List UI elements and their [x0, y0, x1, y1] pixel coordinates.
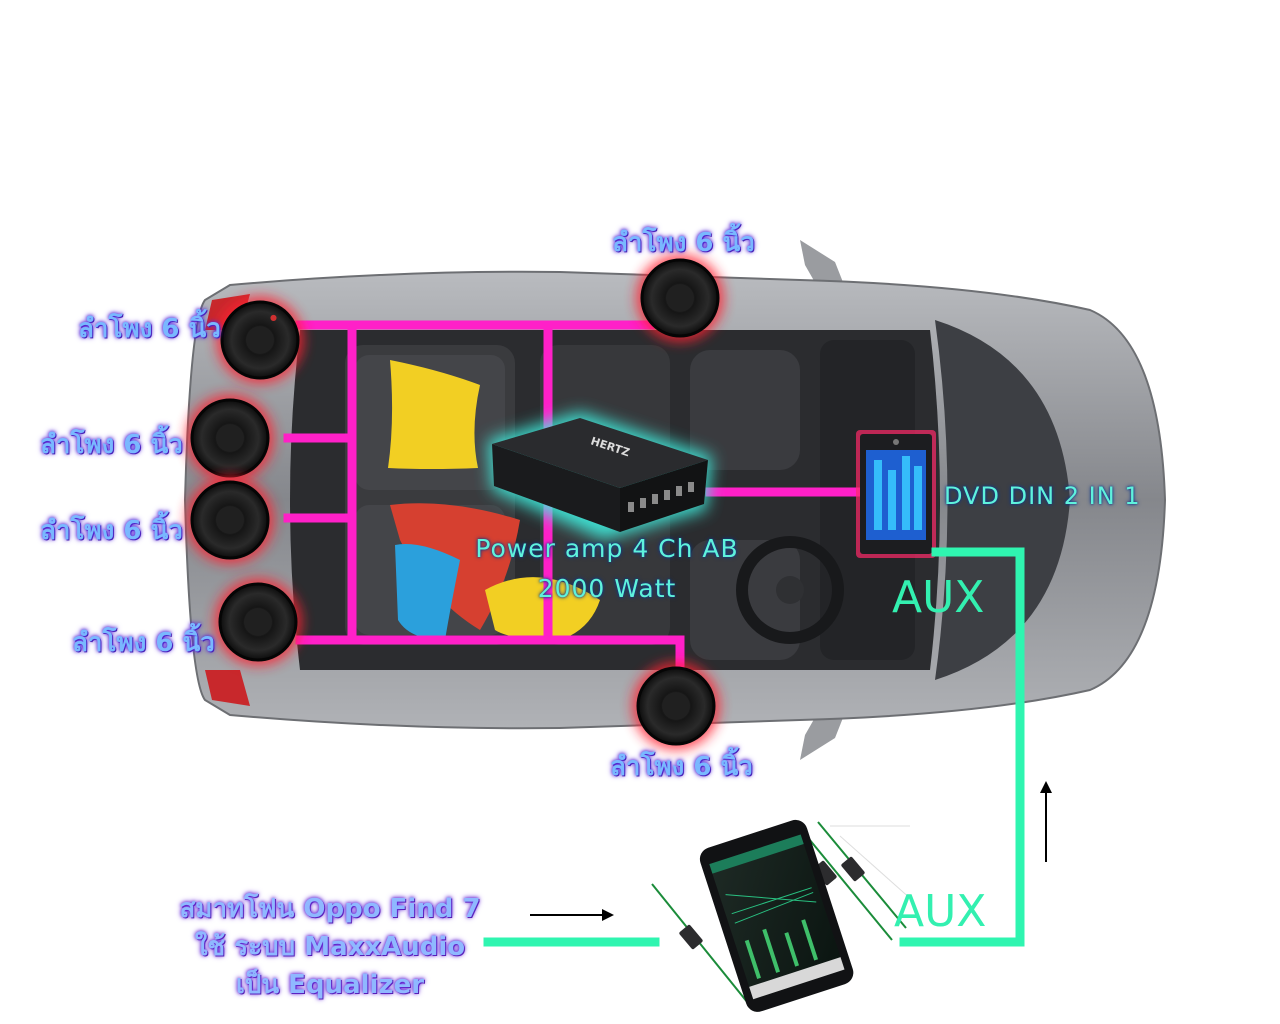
- speaker-left-2: [186, 476, 274, 564]
- speaker-front-top: [636, 254, 724, 342]
- speaker-wiring: [283, 320, 863, 675]
- amp-terminals: [628, 482, 694, 512]
- speaker-front-bottom: [632, 662, 720, 750]
- power-amplifier: HERTZ: [488, 412, 712, 540]
- amplifier-label-line2: 2000 Watt: [537, 574, 677, 603]
- head-unit-label: DVD DIN 2 IN 1: [944, 482, 1141, 510]
- eq-knob-3: [841, 856, 865, 882]
- aux-wiring: [483, 547, 1025, 947]
- phone-label-line3: เป็น Equalizer: [235, 970, 425, 1000]
- phone-label-line1: สมาทโฟน Oppo Find 7: [179, 894, 481, 924]
- smartphone-equalizer: [651, 819, 913, 1012]
- speaker-label-left-1: ลำโพง 6 นิ้ว: [40, 430, 183, 460]
- signal-arrow-up: [1040, 781, 1052, 862]
- speaker-rear-top: ●: [216, 296, 304, 384]
- steering-wheel: [736, 536, 844, 644]
- pillow-yellow-2: [485, 577, 600, 640]
- pillow-yellow: [388, 360, 480, 469]
- aux-label-head-unit: AUX: [892, 572, 985, 623]
- speaker-left-1: [186, 394, 274, 482]
- phone-screen: [709, 834, 845, 1000]
- signal-arrow-right: [530, 909, 614, 921]
- speaker-rear-bottom: [214, 578, 302, 666]
- phone-label-line2: ใช้ ระบบ MaxxAudio: [194, 932, 466, 962]
- amplifier-label-line1: Power amp 4 Ch AB: [475, 534, 739, 563]
- car-windshield: [935, 320, 1070, 680]
- car-taillight-bottom: [205, 670, 250, 706]
- front-seat-left: [690, 350, 800, 470]
- eq-knob-1: [679, 924, 703, 950]
- svg-text:●: ●: [270, 313, 277, 322]
- speaker-label-front-bottom: ลำโพง 6 นิ้ว: [610, 752, 753, 782]
- speaker-label-front-top: ลำโพง 6 นิ้ว: [612, 228, 755, 258]
- phone-label: สมาทโฟน Oppo Find 7 ใช้ ระบบ MaxxAudio เ…: [170, 890, 490, 1004]
- speaker-label-rear-bottom: ลำโพง 6 นิ้ว: [72, 628, 215, 658]
- aux-label-phone: AUX: [894, 886, 987, 937]
- pillow-blue: [395, 544, 460, 640]
- speaker-label-left-2: ลำโพง 6 นิ้ว: [40, 516, 183, 546]
- dvd-head-unit: [856, 430, 936, 558]
- speaker-label-rear-top: ลำโพง 6 นิ้ว: [78, 314, 221, 344]
